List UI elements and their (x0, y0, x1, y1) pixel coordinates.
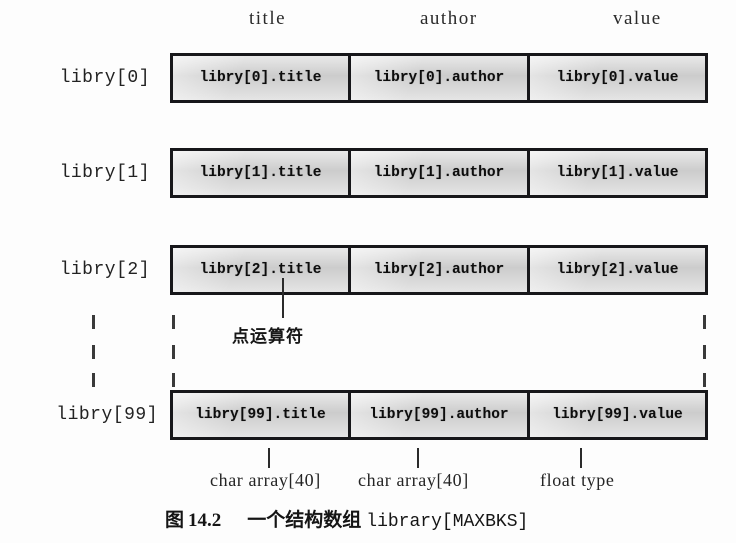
dot-operator-label: 点运算符 (232, 327, 304, 347)
caption-prefix: 图 (165, 509, 185, 531)
struct-cell-label: libry[1].value (556, 165, 679, 181)
type-tick-author (417, 448, 419, 468)
dot-operator-leader-line (282, 278, 284, 318)
struct-row-2: libry[2].title libry[2].author libry[2].… (170, 245, 708, 295)
row-label-libry-2: libry[2] (59, 260, 150, 280)
ellipsis-dash (703, 345, 706, 359)
struct-cell-title: libry[99].title (173, 393, 351, 437)
column-header-author: author (420, 8, 478, 29)
ellipsis-dash (703, 315, 706, 329)
struct-cell-value: libry[99].value (530, 393, 705, 437)
type-tick-title (268, 448, 270, 468)
struct-cell-label: libry[0].author (373, 70, 505, 86)
struct-cell-label: libry[99].value (552, 407, 683, 423)
struct-row-1: libry[1].title libry[1].author libry[1].… (170, 148, 708, 198)
type-annotation-author: char array[40] (358, 470, 469, 490)
struct-cell-label: libry[99].title (195, 407, 326, 423)
struct-row-0: libry[0].title libry[0].author libry[0].… (170, 53, 708, 103)
struct-cell-title: libry[0].title (173, 56, 351, 100)
struct-cell-author: libry[2].author (351, 248, 530, 292)
struct-cell-author: libry[99].author (351, 393, 530, 437)
ellipsis-column-box-right (703, 310, 706, 390)
struct-cell-label: libry[0].value (556, 70, 679, 86)
ellipsis-dash (92, 373, 95, 387)
struct-cell-value: libry[2].value (530, 248, 705, 292)
row-label-libry-0: libry[0] (59, 68, 150, 88)
ellipsis-dash (703, 373, 706, 387)
struct-cell-label: libry[1].author (373, 165, 505, 181)
struct-cell-title: libry[2].title (173, 248, 351, 292)
type-annotation-value: float type (540, 470, 615, 490)
struct-cell-label: libry[2].title (199, 262, 322, 278)
caption-number: 14.2 (188, 510, 222, 531)
struct-row-99: libry[99].title libry[99].author libry[9… (170, 390, 708, 440)
type-tick-value (580, 448, 582, 468)
struct-cell-author: libry[1].author (351, 151, 530, 195)
struct-cell-value: libry[0].value (530, 56, 705, 100)
ellipsis-dash (172, 373, 175, 387)
ellipsis-dash (92, 345, 95, 359)
ellipsis-column-box-left (172, 310, 175, 390)
struct-cell-label: libry[2].author (373, 262, 505, 278)
ellipsis-dash (92, 315, 95, 329)
struct-cell-label: libry[99].author (369, 407, 509, 423)
struct-cell-label: libry[2].value (556, 262, 679, 278)
row-label-libry-1: libry[1] (59, 163, 150, 183)
figure-caption: 图 14.2 一个结构数组 library[MAXBKS] (165, 505, 528, 532)
row-label-libry-99: libry[99] (56, 405, 158, 425)
struct-cell-author: libry[0].author (351, 56, 530, 100)
struct-cell-title: libry[1].title (173, 151, 351, 195)
type-annotation-title: char array[40] (210, 470, 321, 490)
struct-cell-label: libry[1].title (199, 165, 322, 181)
ellipsis-dash (172, 315, 175, 329)
ellipsis-column-left (92, 310, 95, 390)
struct-cell-label: libry[0].title (199, 70, 322, 86)
caption-code: library[MAXBKS] (366, 512, 529, 532)
column-header-title: title (249, 8, 287, 29)
struct-cell-value: libry[1].value (530, 151, 705, 195)
column-header-value: value (613, 8, 662, 29)
caption-description: 一个结构数组 (247, 509, 362, 531)
ellipsis-dash (172, 345, 175, 359)
